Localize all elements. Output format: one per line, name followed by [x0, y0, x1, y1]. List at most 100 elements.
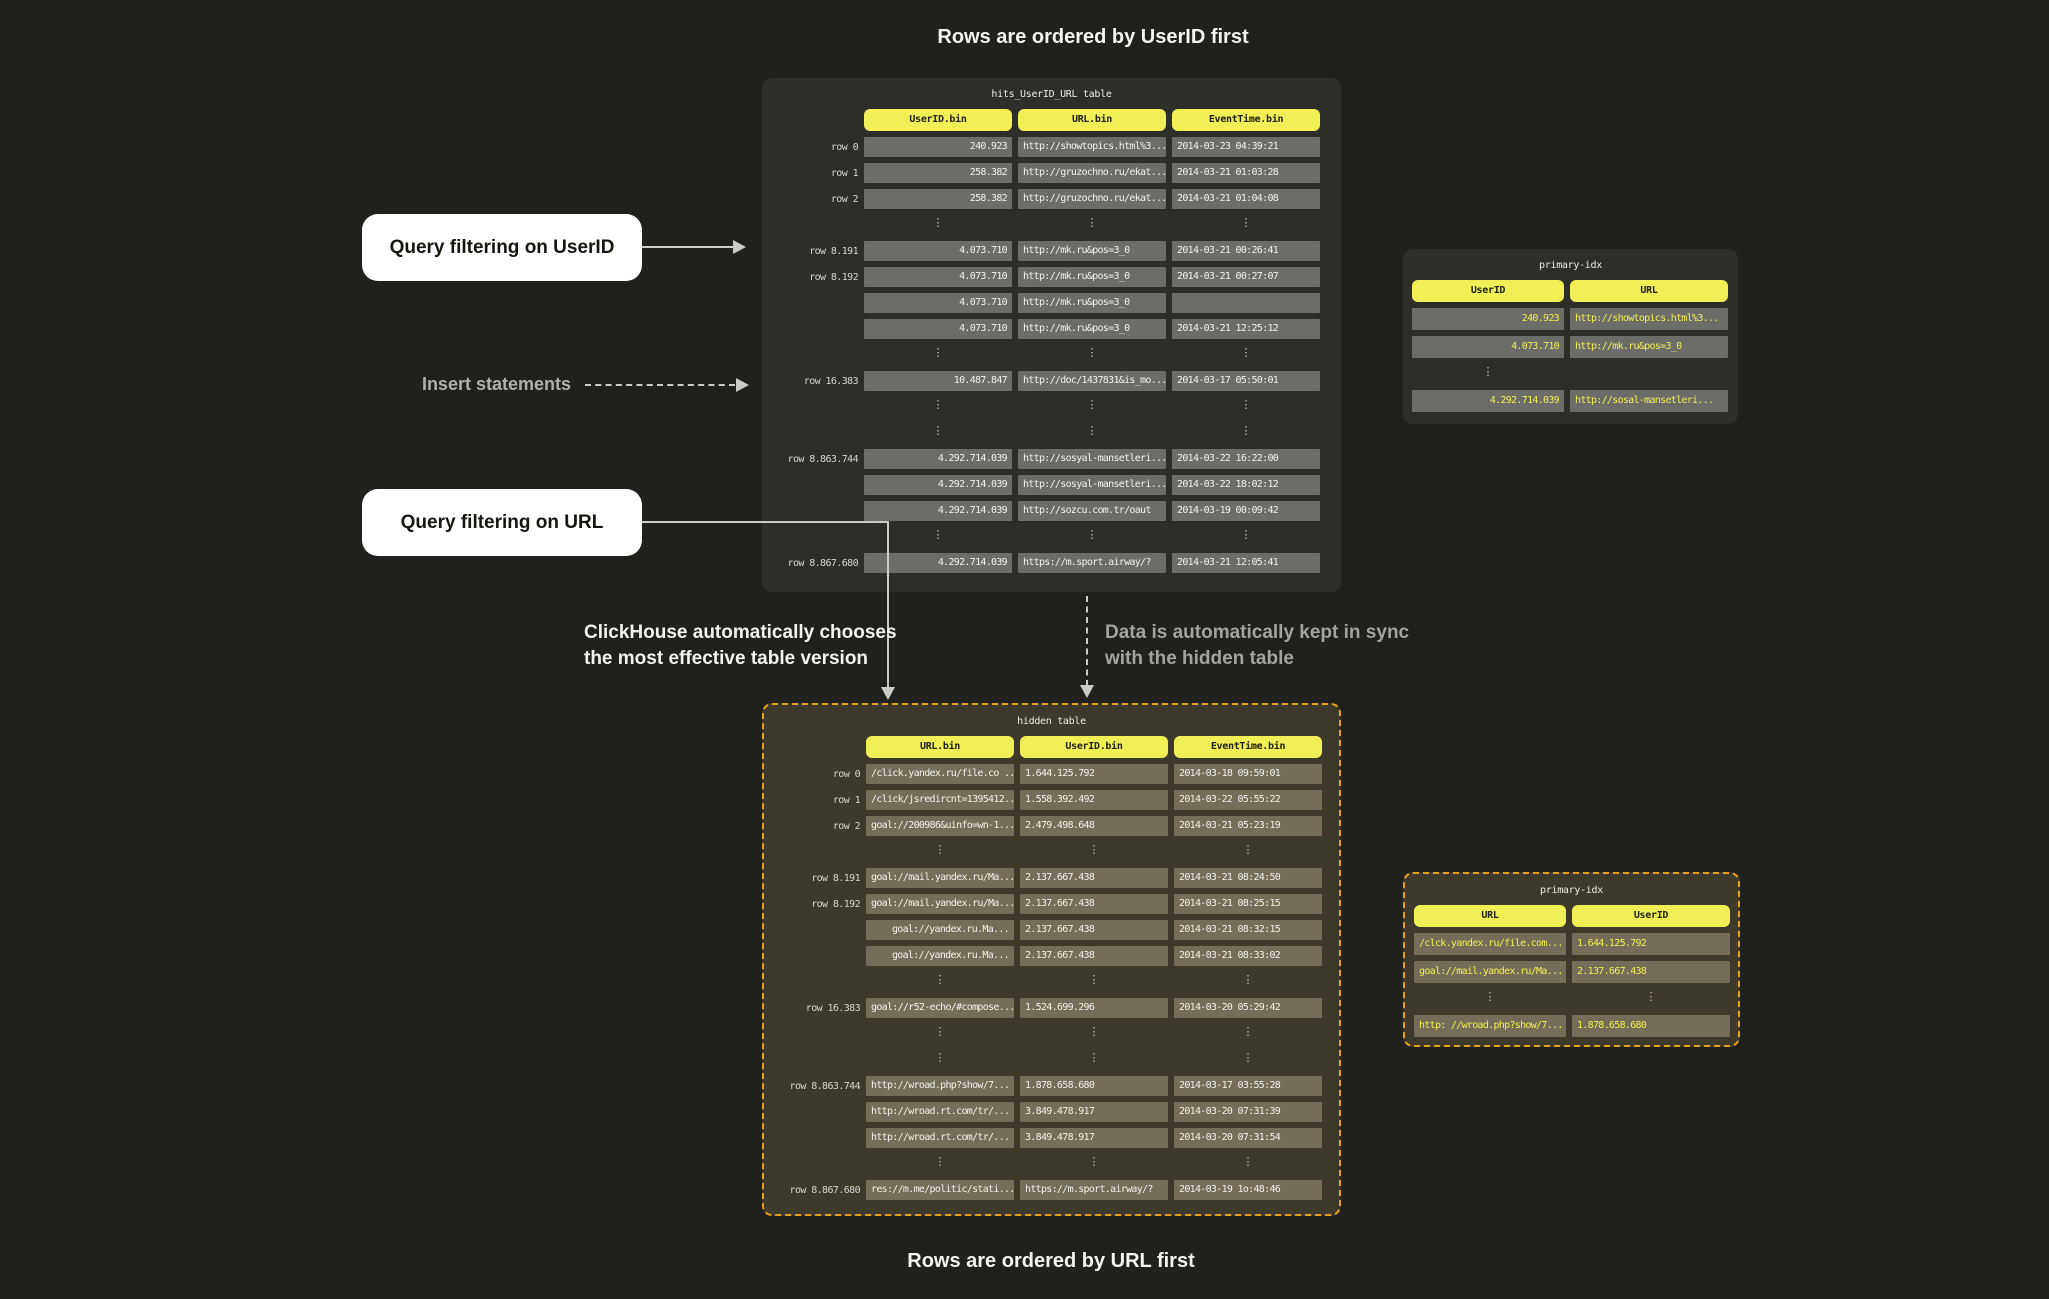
table-cell: 4.292.714.039: [1412, 390, 1564, 412]
table-cell: 2.137.667.438: [1572, 961, 1730, 983]
ellipsis-marker: ⋮: [1086, 216, 1098, 229]
row-label: row 0: [830, 141, 859, 153]
table-cell: http://mk.ru&pos=3_0: [1018, 267, 1166, 287]
row-label: row 1: [830, 167, 859, 179]
row-label: row 0: [832, 768, 861, 780]
table-cell: http://showtopics.html%3...: [1018, 137, 1166, 157]
query-userid-arrow-line: [642, 246, 734, 248]
ellipsis-marker: ⋮: [1088, 1155, 1100, 1168]
ellipsis-marker: ⋮: [932, 528, 944, 541]
table-cell: 4.292.714.039: [864, 553, 1012, 573]
table-cell: http://doc/1437831&is_mo...: [1018, 371, 1166, 391]
table-cell: 2014-03-21 01:03:28: [1172, 163, 1320, 183]
table-cell: http://sosyal-mansetleri...: [1018, 449, 1166, 469]
table-title: hidden table: [1017, 716, 1086, 727]
column-header: UserID: [1412, 280, 1564, 302]
query-url-connector-vertical: [887, 521, 889, 689]
table-cell: http://gruzochno.ru/ekat...: [1018, 163, 1166, 183]
table-cell: goal://200986&uinfo=wn-1...: [866, 816, 1014, 836]
ellipsis-marker: ⋮: [932, 398, 944, 411]
column-header: URL: [1414, 905, 1566, 927]
table-cell: 2014-03-20 05:29:42: [1174, 998, 1322, 1018]
table-cell: goal://mail.yandex.ru/Ma...: [866, 894, 1014, 914]
ellipsis-marker: ⋮: [1086, 528, 1098, 541]
table-cell: goal://yandex.ru.Ma...: [866, 920, 1014, 940]
table-row: ⋮⋮⋮: [762, 423, 1341, 443]
table-cell: 2014-03-18 09:59:01: [1174, 764, 1322, 784]
table-cell: 240.923: [864, 137, 1012, 157]
table-cell: 2014-03-17 05:50:01: [1172, 371, 1320, 391]
table-cell: 2014-03-20 07:31:39: [1174, 1102, 1322, 1122]
table-cell: http://wroad.php?show/7...: [866, 1076, 1014, 1096]
ellipsis-marker: ⋮: [1240, 216, 1252, 229]
ellipsis-marker: ⋮: [1242, 1155, 1254, 1168]
table-cell: goal://r52-echo/#compose...: [866, 998, 1014, 1018]
row-label: row 8.863.744: [787, 453, 859, 465]
column-header: EventTime.bin: [1172, 109, 1320, 131]
table-row: row 0 240.923 http://showtopics.html%3... 2…: [762, 137, 1341, 157]
table-cell: 2014-03-21 00:27:07: [1172, 267, 1320, 287]
ellipsis-marker: ⋮: [1482, 365, 1494, 378]
table-cell: goal://mail.yandex.ru/Ma...: [1414, 961, 1566, 983]
ellipsis-marker: ⋮: [1088, 1051, 1100, 1064]
row-label: row 8.191: [809, 245, 858, 257]
ellipsis-marker: ⋮: [1240, 424, 1252, 437]
table-cell: https://m.sport.airway/?: [1020, 1180, 1168, 1200]
sync-caption-line2: with the hidden table: [1105, 648, 1294, 669]
table-cell: 2.479.498.648: [1020, 816, 1168, 836]
table-cell: http://gruzochno.ru/ekat...: [1018, 189, 1166, 209]
table-cell: 1.644.125.792: [1020, 764, 1168, 784]
ellipsis-marker: ⋮: [1240, 346, 1252, 359]
table-cell: 2014-03-21 08:32:15: [1174, 920, 1322, 940]
table-cell: 10.487.847: [864, 371, 1012, 391]
table-row: ⋮⋮⋮: [762, 345, 1341, 365]
table-cell: http://mk.ru&pos=3_0: [1018, 293, 1166, 313]
column-header: UserID.bin: [1020, 736, 1168, 758]
table-cell: 3.849.478.917: [1020, 1102, 1168, 1122]
table-cell: 2014-03-19 00:09:42: [1172, 501, 1320, 521]
table-cell: 2014-03-22 18:02:12: [1172, 475, 1320, 495]
ellipsis-marker: ⋮: [1240, 398, 1252, 411]
query-url-box: Query filtering on URL: [362, 489, 642, 556]
table-cell: 2.137.667.438: [1020, 868, 1168, 888]
table-cell: http: //wroad.php?show/7...: [1414, 1015, 1566, 1037]
table-row: ⋮⋮⋮: [764, 972, 1339, 992]
table-cell: 4.292.714.039: [864, 475, 1012, 495]
ellipsis-marker: ⋮: [1645, 990, 1657, 1003]
table-row: ⋮⋮: [1405, 989, 1738, 1009]
table-row: ⋮⋮⋮: [762, 215, 1341, 235]
table-cell: 1.878.658.680: [1572, 1015, 1730, 1037]
table-row: ⋮⋮⋮: [762, 397, 1341, 417]
table-cell: http://wroad.rt.com/tr/...: [866, 1128, 1014, 1148]
table-row: ⋮⋮⋮: [764, 1154, 1339, 1174]
table-title: primary-idx: [1540, 885, 1603, 896]
table-row: row 0/click.yandex.ru/file.co ...1.644.1…: [764, 764, 1339, 784]
chooses-caption: ClickHouse automatically chooses the mos…: [584, 620, 897, 672]
table-cell: http://showtopics.html%3...: [1570, 308, 1728, 330]
table-cell: 2014-03-21 05:23:19: [1174, 816, 1322, 836]
query-userid-label: Query filtering on UserID: [389, 236, 615, 258]
table-cell: 2014-03-19 1o:48:46: [1174, 1180, 1322, 1200]
table-cell: 1.558.392.492: [1020, 790, 1168, 810]
row-label: row 1: [832, 794, 861, 806]
table-cell: 2014-03-23 04:39:21: [1172, 137, 1320, 157]
table-row: ⋮⋮⋮: [764, 1024, 1339, 1044]
ellipsis-marker: ⋮: [934, 1051, 946, 1064]
table-cell: 258.382: [864, 163, 1012, 183]
top-caption: Rows are ordered by UserID first: [937, 26, 1249, 48]
ellipsis-marker: ⋮: [932, 424, 944, 437]
ellipsis-marker: ⋮: [1086, 346, 1098, 359]
table-cell: http://mk.ru&pos=3_0: [1018, 319, 1166, 339]
